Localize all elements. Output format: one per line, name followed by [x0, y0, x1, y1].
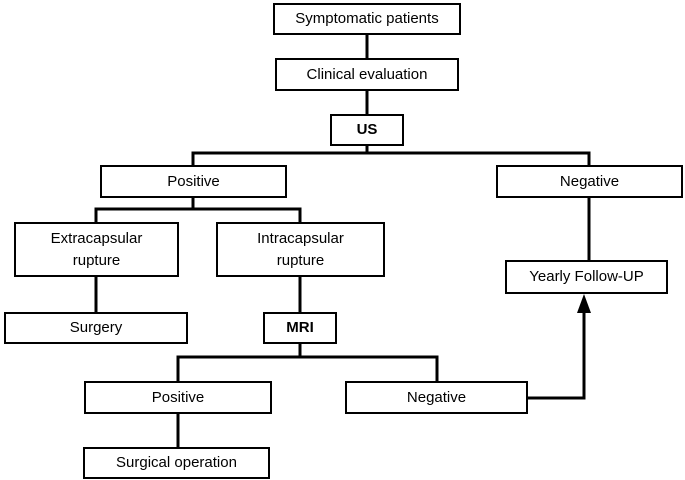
node-positive: Positive: [100, 165, 287, 198]
node-surgical-operation: Surgical operation: [83, 447, 270, 479]
node-mri-positive: Positive: [84, 381, 272, 414]
node-yearly-follow-up: Yearly Follow-UP: [505, 260, 668, 294]
node-clinical-evaluation: Clinical evaluation: [275, 58, 459, 91]
node-intracapsular-rupture: Intracapsular rupture: [216, 222, 385, 277]
arrowhead-icon: [577, 294, 591, 313]
node-surgery: Surgery: [4, 312, 188, 344]
node-mri-negative: Negative: [345, 381, 528, 414]
node-us: US: [330, 114, 404, 146]
node-symptomatic-patients: Symptomatic patients: [273, 3, 461, 35]
node-negative: Negative: [496, 165, 683, 198]
node-extracapsular-rupture: Extracapsular rupture: [14, 222, 179, 277]
node-mri: MRI: [263, 312, 337, 344]
edge-negative-to-yearly: [525, 310, 586, 400]
